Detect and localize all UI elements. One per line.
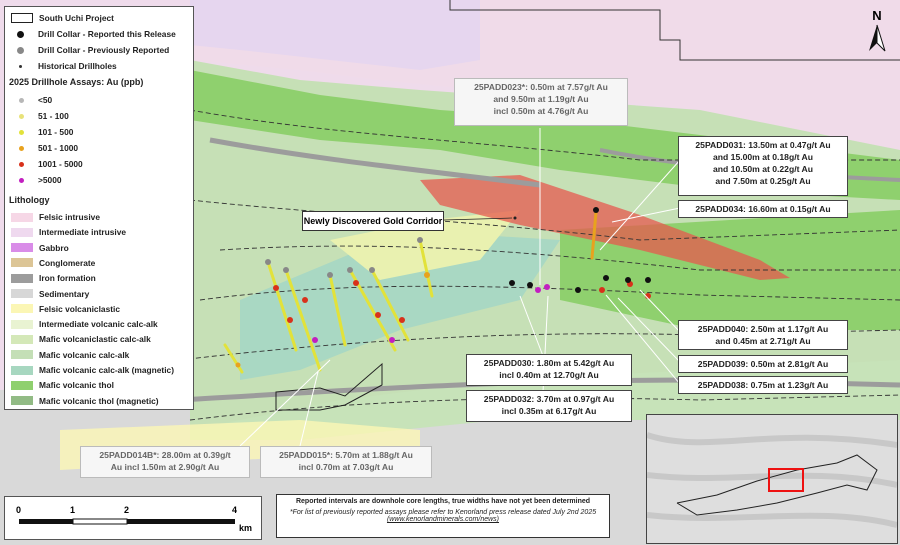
assay-dot-icon xyxy=(19,177,24,183)
lithology-swatch xyxy=(11,365,33,375)
lithology-item: Intermediate volcanic calc-alk xyxy=(11,317,158,331)
north-label: N xyxy=(872,8,882,23)
lithology-swatch xyxy=(11,350,33,360)
lithology-item: Intermediate intrusive xyxy=(11,225,126,239)
lithology-swatch xyxy=(11,227,33,237)
lithology-swatch xyxy=(11,273,33,283)
legend-project: South Uchi Project xyxy=(11,11,114,25)
lithology-swatch xyxy=(11,334,33,344)
lithology-swatch xyxy=(11,243,33,253)
callout-25padd014b: 25PADD014B*: 28.00m at 0.39g/t Au incl 1… xyxy=(80,446,250,478)
lithology-swatch xyxy=(11,319,33,329)
black-dot-icon xyxy=(17,30,24,38)
project-boundary-swatch xyxy=(11,13,33,23)
lithology-swatch xyxy=(11,304,33,314)
legend-collar-previous: Drill Collar - Previously Reported xyxy=(11,43,169,57)
assay-class-item: 501 - 1000 xyxy=(11,141,78,155)
assay-dot-icon xyxy=(19,129,24,135)
small-dot-icon xyxy=(19,64,22,68)
scale-tick-1: 1 xyxy=(70,505,76,515)
scale-tick-0: 0 xyxy=(16,505,22,515)
lithology-item: Sedimentary xyxy=(11,287,89,301)
callout-25padd040: 25PADD040: 2.50m at 1.17g/t Au and 0.45m… xyxy=(678,320,848,350)
inset-location-map xyxy=(646,414,898,544)
lithology-item: Mafic volcaniclastic calc-alk xyxy=(11,332,151,346)
lithology-swatch xyxy=(11,212,33,222)
lithology-swatch xyxy=(11,258,33,268)
callout-25padd039: 25PADD039: 0.50m at 2.81g/t Au xyxy=(678,355,848,373)
north-arrow: N xyxy=(864,8,890,56)
lithology-item: Mafic volcanic calc-alk (magnetic) xyxy=(11,363,174,377)
intermediate-intrusive-area xyxy=(190,0,480,70)
assay-class-item: >5000 xyxy=(11,173,62,187)
gold-corridor-label: Newly Discovered Gold Corridor xyxy=(302,211,444,231)
callout-25padd032: 25PADD032: 3.70m at 0.97g/t Au incl 0.35… xyxy=(466,390,632,422)
disclaimer-note: Reported intervals are downhole core len… xyxy=(276,494,610,538)
felsic-volcaniclastic-area xyxy=(330,210,520,280)
inset-extent-box xyxy=(768,468,804,492)
lithology-swatch xyxy=(11,380,33,390)
assay-class-item: 51 - 100 xyxy=(11,109,69,123)
lithology-title: Lithology xyxy=(9,195,50,205)
callout-25padd038: 25PADD038: 0.75m at 1.23g/t Au xyxy=(678,376,848,394)
map-legend: South Uchi Project Drill Collar - Report… xyxy=(4,6,194,410)
scale-bar-graphic xyxy=(19,518,235,525)
legend-historical: Historical Drillholes xyxy=(11,59,117,73)
lithology-item: Mafic volcanic thol xyxy=(11,378,114,392)
scale-unit: km xyxy=(239,523,253,533)
magnetic-mafic-area xyxy=(240,235,560,380)
callout-25padd015: 25PADD015*: 5.70m at 1.88g/t Au incl 0.7… xyxy=(260,446,432,478)
callout-25padd023: 25PADD023*: 0.50m at 7.57g/t Au and 9.50… xyxy=(454,78,628,126)
callout-25padd034: 25PADD034: 16.60m at 0.15g/t Au xyxy=(678,200,848,218)
lithology-swatch xyxy=(11,289,33,298)
assay-class-item: 1001 - 5000 xyxy=(11,157,83,171)
assay-title: 2025 Drillhole Assays: Au (ppb) xyxy=(9,77,144,87)
gold-corridor-zone xyxy=(420,175,790,280)
north-arrow-icon xyxy=(869,24,886,52)
assay-dot-icon xyxy=(19,97,24,103)
assay-dot-icon xyxy=(19,161,24,167)
assay-dot-icon xyxy=(19,113,24,119)
legend-collar-current: Drill Collar - Reported this Release xyxy=(11,27,176,41)
lithology-item: Iron formation xyxy=(11,271,96,285)
assay-class-item: 101 - 500 xyxy=(11,125,73,139)
lithology-item: Felsic volcaniclastic xyxy=(11,302,120,316)
lithology-item: Gabbro xyxy=(11,241,69,255)
scale-tick-4: 4 xyxy=(232,505,238,515)
inset-map-graphic xyxy=(647,415,897,543)
assay-class-item: <50 xyxy=(11,93,52,107)
lithology-item: Felsic intrusive xyxy=(11,210,100,224)
grey-dot-icon xyxy=(17,46,24,54)
callout-25padd031: 25PADD031: 13.50m at 0.47g/t Au and 15.0… xyxy=(678,136,848,196)
assay-dot-icon xyxy=(19,145,24,151)
scale-tick-2: 2 xyxy=(124,505,130,515)
scale-bar: 0 1 2 4 km xyxy=(4,496,262,540)
lithology-item: Mafic volcanic thol (magnetic) xyxy=(11,394,159,408)
lithology-swatch xyxy=(11,396,33,406)
callout-25padd030: 25PADD030: 1.80m at 5.42g/t Au incl 0.40… xyxy=(466,354,632,386)
lithology-item: Mafic volcanic calc-alk xyxy=(11,348,129,362)
lithology-item: Conglomerate xyxy=(11,256,95,270)
